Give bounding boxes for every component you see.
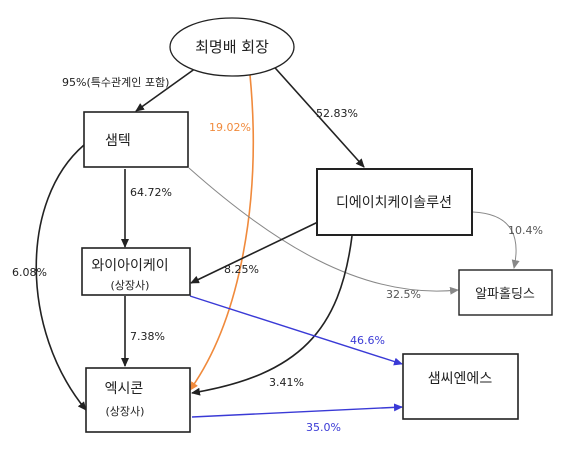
label-chairman-samtek: 95%(특수관계인 포함)	[62, 76, 169, 89]
label-wiik-exicon: 7.38%	[130, 330, 165, 343]
edge-dh-alpha	[472, 211, 520, 269]
edge-labels: 95%(특수관계인 포함) 19.02% 52.83% 64.72% 6.08%…	[12, 76, 543, 434]
node-wiik: 와이아이케이 (상장사)	[81, 247, 191, 296]
label-samtek-exicon: 6.08%	[12, 266, 47, 279]
node-exicon-label: 엑시콘	[105, 381, 144, 397]
node-samtek: 샘텍	[83, 111, 189, 168]
edge-samtek-exicon	[35, 144, 87, 411]
node-alpha-label: 알파홀딩스	[475, 287, 535, 302]
edge-chairman-dh-solution	[267, 59, 365, 168]
node-wiik-label: 와이아이케이	[91, 258, 168, 274]
edge-exicon-samsie	[191, 403, 403, 418]
edges	[35, 59, 520, 418]
label-chairman-dh: 52.83%	[316, 107, 358, 120]
edge-chairman-exicon	[189, 74, 254, 391]
label-dh-wiik: 8.25%	[224, 263, 259, 276]
node-chairman: 최명배 회장	[169, 17, 295, 77]
label-dh-alpha: 10.4%	[508, 224, 543, 237]
label-dh-exicon: 3.41%	[269, 376, 304, 389]
node-dh-solution: 디에이치케이솔루션	[316, 168, 473, 236]
node-chairman-label: 최명배 회장	[195, 38, 269, 56]
node-alpha: 알파홀딩스	[458, 269, 553, 316]
node-samsie-label: 샘씨엔에스	[428, 371, 493, 387]
nodes: 최명배 회장 샘텍 디에이치케이솔루션 와이아이케이 (상장사) 알파홀딩스 샘…	[81, 17, 553, 433]
node-samtek-label: 샘텍	[105, 133, 131, 149]
label-samtek-wiik: 64.72%	[130, 186, 172, 199]
node-wiik-sub: (상장사)	[111, 279, 150, 292]
node-samsie: 샘씨엔에스	[402, 353, 519, 420]
edge-wiik-samsie	[189, 295, 403, 366]
label-chairman-exicon: 19.02%	[209, 121, 251, 134]
label-exicon-samsie: 35.0%	[306, 421, 341, 434]
edge-chairman-samtek	[135, 67, 197, 112]
node-dh-solution-label: 디에이치케이솔루션	[336, 195, 452, 211]
edge-dh-exicon	[191, 235, 353, 396]
node-exicon: 엑시콘 (상장사)	[85, 367, 191, 433]
label-wiik-samsie: 46.6%	[350, 334, 385, 347]
label-samtek-alpha: 32.5%	[386, 288, 421, 301]
edge-dh-wiik	[190, 221, 319, 284]
node-exicon-sub: (상장사)	[106, 405, 145, 418]
edge-samtek-alpha	[188, 167, 459, 295]
